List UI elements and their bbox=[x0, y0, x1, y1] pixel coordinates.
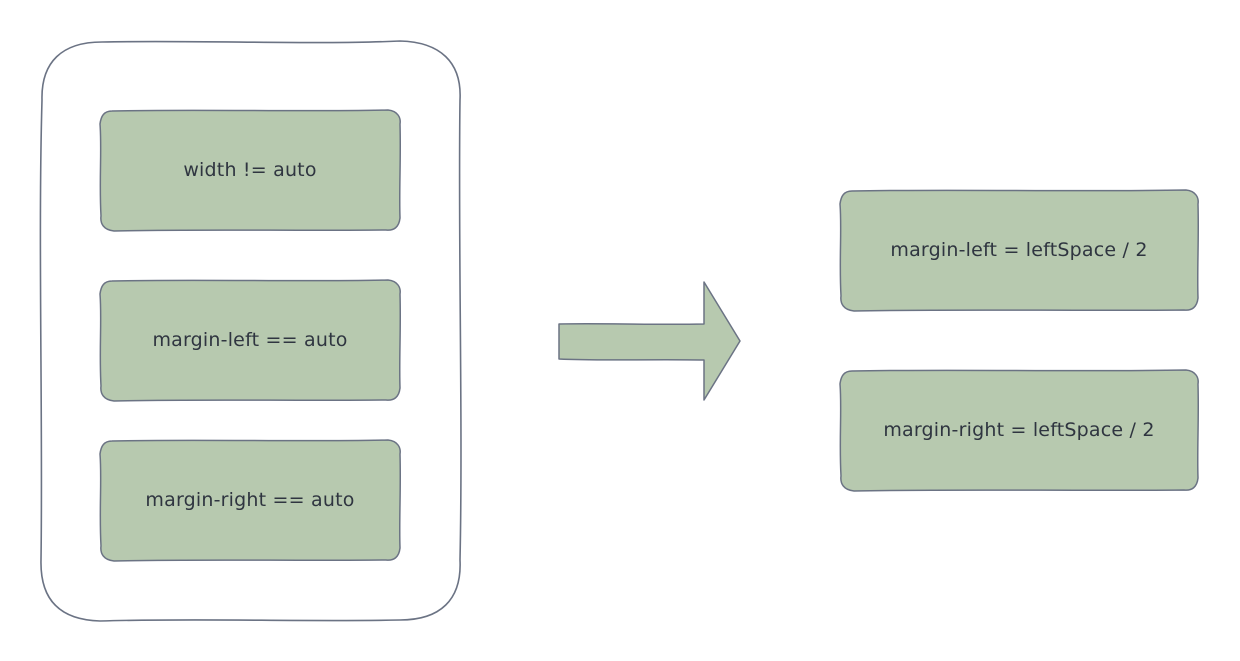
condition-label-margin-left: margin-left == auto bbox=[152, 329, 348, 351]
condition-box-margin-left bbox=[99, 279, 402, 402]
result-label-margin-right: margin-right = leftSpace / 2 bbox=[883, 419, 1155, 441]
condition-label-margin-right: margin-right == auto bbox=[145, 489, 355, 511]
result-box-margin-right bbox=[839, 369, 1200, 492]
condition-label-width: width != auto bbox=[183, 159, 317, 181]
result-box-margin-left bbox=[839, 189, 1200, 312]
condition-box-margin-right bbox=[99, 439, 402, 562]
result-label-margin-left: margin-left = leftSpace / 2 bbox=[890, 239, 1148, 261]
conditions-container bbox=[39, 40, 462, 622]
condition-box-width bbox=[99, 109, 402, 232]
arrow-icon bbox=[558, 281, 741, 401]
